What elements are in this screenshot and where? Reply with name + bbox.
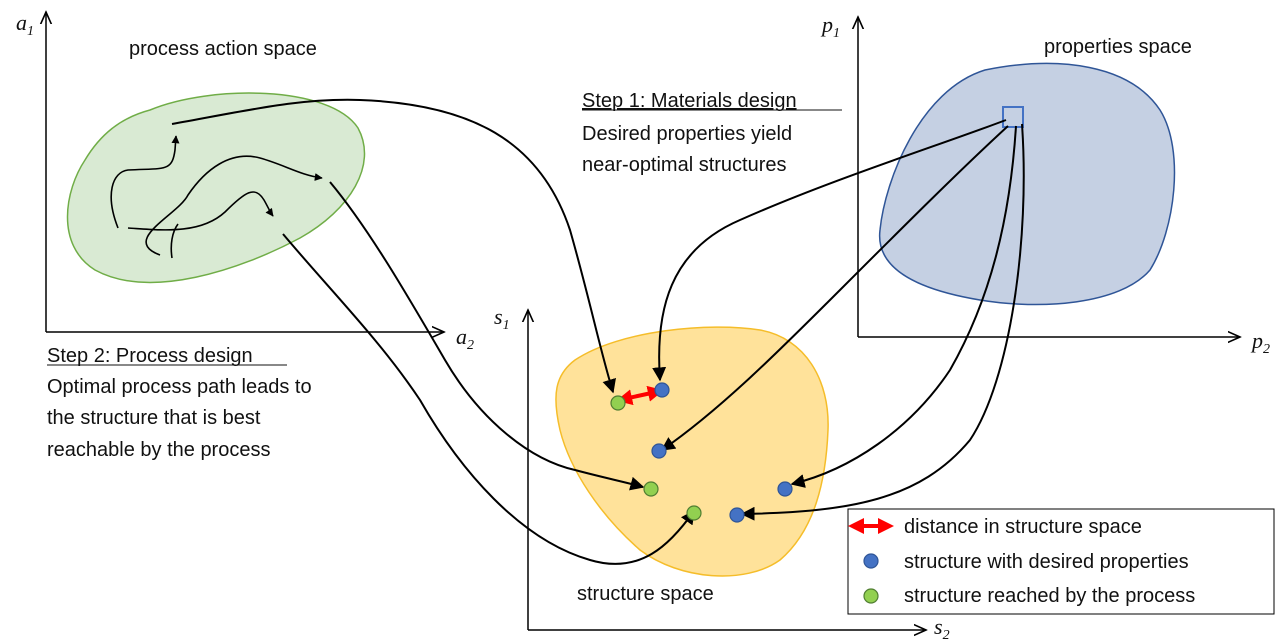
desired-structure-dot	[651, 443, 667, 459]
properties-space-title: properties space	[1044, 36, 1192, 58]
desired-structure-dot	[777, 481, 793, 497]
process-space-title: process action space	[129, 38, 317, 60]
legend-desired-dot-icon	[863, 553, 879, 569]
desired-properties-target	[1002, 106, 1024, 128]
legend-desired-label: structure with desired properties	[904, 551, 1189, 573]
process-arrow-bottom	[282, 233, 695, 565]
legend: distance in structure space structure wi…	[847, 508, 1275, 615]
step2-line-3: reachable by the process	[47, 439, 270, 461]
legend-box	[847, 508, 1275, 615]
step2-heading: Step 2: Process design	[47, 345, 253, 367]
legend-reached-dot-icon	[863, 588, 879, 604]
properties-region	[878, 62, 1176, 306]
process-arrow-top	[171, 98, 616, 394]
step1-line-2: near-optimal structures	[582, 154, 787, 176]
property-arrow-2	[660, 125, 1009, 451]
step2-line-1: Optimal process path leads to	[47, 376, 312, 398]
a1-axis-label: a1	[16, 10, 34, 39]
step1-annotation: Step 1: Materials design Desired propert…	[582, 90, 842, 176]
s1-axis-label: s1	[494, 304, 510, 333]
property-arrow-4	[740, 123, 1025, 521]
property-arrow-1	[652, 119, 1007, 382]
reached-structure-dot	[643, 481, 659, 497]
process-trajectory-3	[127, 191, 274, 231]
p1-axis-label: p1	[820, 12, 840, 41]
step2-annotation: Step 2: Process design Optimal process p…	[47, 345, 312, 461]
desired-structure-dot	[654, 382, 670, 398]
properties-space: p1 p2 properties space	[820, 12, 1270, 357]
properties-to-structure-arrows	[652, 119, 1025, 521]
structure-space-title: structure space	[577, 583, 714, 605]
structure-points	[610, 382, 793, 523]
process-trajectory-2	[145, 155, 323, 256]
process-trajectory-1	[110, 135, 180, 229]
step2-line-2: the structure that is best	[47, 407, 261, 429]
s2-axis-label: s2	[934, 614, 950, 643]
p2-axis-label: p2	[1250, 328, 1270, 357]
process-region	[66, 92, 366, 284]
reached-structure-dot	[610, 395, 626, 411]
process-trajectory-4	[170, 223, 179, 259]
property-arrow-3	[790, 125, 1017, 488]
process-to-structure-arrows	[171, 98, 695, 565]
step1-line-1: Desired properties yield	[582, 123, 792, 145]
legend-reached-label: structure reached by the process	[904, 585, 1195, 607]
reached-structure-dot	[686, 505, 702, 521]
process-arrow-middle	[329, 181, 645, 491]
process-action-space: a1 a2 process action space	[16, 10, 474, 353]
distance-arrow	[616, 385, 664, 406]
legend-distance-label: distance in structure space	[904, 516, 1142, 538]
structure-region	[555, 326, 829, 577]
step1-heading: Step 1: Materials design	[582, 90, 797, 112]
a2-axis-label: a2	[456, 324, 474, 353]
desired-structure-dot	[729, 507, 745, 523]
